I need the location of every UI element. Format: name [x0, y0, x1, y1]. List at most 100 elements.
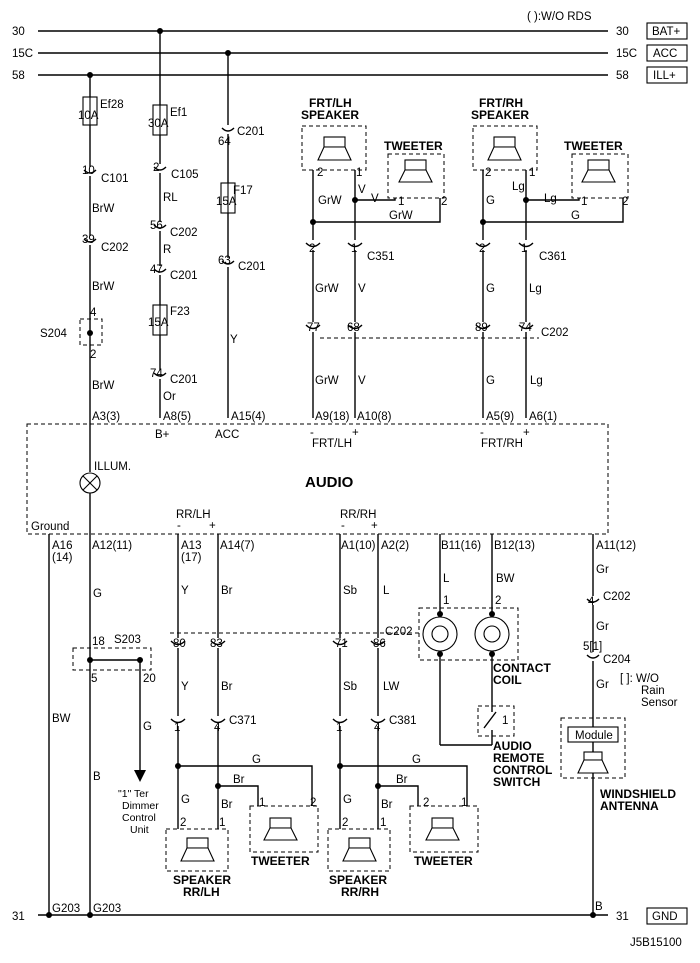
rr-rh-tweeter-box [409, 805, 479, 853]
frt-lh-tw-wire-v: V [371, 193, 379, 205]
wire-bw-ground: BW [52, 713, 71, 725]
pin-a10: A10(8) [357, 411, 392, 423]
fuse-f17-rating: 15A [216, 196, 237, 208]
switch-label-4: SWITCH [493, 775, 540, 789]
ground-rail: 31 31 GND G203 G203 B [12, 901, 688, 925]
coil-pin-1: 1 [443, 595, 449, 607]
rr-lh-speaker-title: SPEAKER [173, 873, 231, 887]
rail-58-right-label: 58 [616, 70, 629, 82]
rr-rh-speaker-icon [342, 837, 377, 862]
switch-label-3: CONTROL [493, 763, 552, 777]
rr-rh-wire-l: L [383, 585, 390, 597]
rail-30-right-label: 30 [616, 26, 629, 38]
frt-rh-speaker-box [472, 125, 538, 171]
c202-pin-74b: 74 [519, 322, 532, 334]
antenna-label-1: WINDSHIELD [600, 787, 676, 801]
pin-a8: A8(5) [163, 411, 191, 423]
splice-s204-dot [87, 330, 93, 336]
rail-30-left-label: 30 [12, 26, 25, 38]
rr-rh-tw-wire-br: Br [396, 774, 408, 786]
connector-c101 [83, 169, 97, 174]
gnd-tag: GND [652, 911, 678, 923]
dimmer-arrow-icon [134, 770, 146, 782]
c361-pin-2: 2 [479, 243, 485, 255]
frt-rh-speaker-icon [487, 136, 522, 161]
gnd-right-label: 31 [616, 911, 629, 923]
rr-lh-plus: + [209, 520, 216, 532]
antenna-module-label: Module [575, 730, 613, 742]
connector-c105 [153, 166, 167, 171]
c201-pin-74: 74 [150, 368, 163, 380]
rail-bat-tag: BAT+ [652, 26, 681, 38]
rear-lh-wiring: Y Br 80 83 Y Br 1 4 C371 G Br G Br 2 1 1… [165, 534, 319, 899]
wire-brw-3: BrW [92, 380, 115, 392]
wire-or: Or [163, 391, 176, 403]
rr-rh-wire-g-top: G [412, 754, 421, 766]
frt-rh-minus: - [480, 427, 484, 439]
c381-pin-1: 1 [336, 722, 342, 734]
rr-rh-wire-lw: LW [383, 681, 400, 693]
antenna-wire-gr-3: Gr [596, 679, 609, 691]
pin-a2: A2(2) [381, 540, 409, 552]
connector-c201-74 [153, 372, 167, 377]
connector-c381-4 [370, 718, 386, 724]
gnd-left-label: 31 [12, 911, 25, 923]
power-rail-58: 58 58 ILL+ [12, 66, 688, 84]
rr-lh-pin-2: 2 [180, 817, 186, 829]
pin-a1: A1(10) [341, 540, 376, 552]
wire-y-acc: Y [230, 334, 238, 346]
fuse-ef28-rating: 10A [78, 110, 99, 122]
gnd-b-label: B [595, 901, 603, 913]
antenna-wire-gr-2: Gr [596, 621, 609, 633]
c201-label-63: C201 [238, 261, 266, 273]
c202-label-39: C202 [101, 242, 129, 254]
antenna-note-3: Sensor [641, 697, 678, 709]
c105-pin: 2 [153, 162, 159, 174]
pin-a5: A5(9) [486, 411, 514, 423]
rr-rh-minus: - [341, 520, 345, 532]
c101-pin: 10 [82, 165, 95, 177]
rr-rh-speaker-title: SPEAKER [329, 873, 387, 887]
c202-pin-56: 56 [150, 220, 163, 232]
connector-c201-64 [221, 127, 235, 132]
connector-c202-39 [83, 238, 97, 243]
c361-label: C361 [539, 251, 567, 263]
dimmer-line-2: Dimmer [122, 800, 159, 812]
fuse-f23-name: F23 [170, 306, 190, 318]
pin-a13-alt: (17) [181, 552, 202, 564]
power-rail-15c: 15C 15C ACC [12, 44, 688, 62]
rr-lh-tweeter-icon [263, 817, 298, 841]
connector-c204 [586, 654, 600, 659]
s203-pin-5: 5 [91, 673, 97, 685]
frt-lh-tw-pin-1: 1 [398, 196, 404, 208]
frt-lh-speaker-icon [317, 136, 352, 161]
rr-lh-wire-g-top: G [252, 754, 261, 766]
rail-58-left-label: 58 [12, 70, 25, 82]
rr-rh-tweeter-icon [425, 817, 460, 841]
c371-pin-1: 1 [174, 722, 180, 734]
connector-c381-1 [332, 718, 348, 724]
frt-lh-wire-grw: GrW [318, 195, 342, 207]
frt-rh-pin-2: 2 [485, 167, 491, 179]
connector-c202-74b [518, 324, 534, 330]
frt-rh-speaker-title: SPEAKER [471, 108, 529, 122]
pin-a16-alt: (14) [52, 552, 73, 564]
antenna-c202-pin: 4 [588, 596, 595, 608]
frt-rh-title: FRT/RH [479, 96, 523, 110]
frt-lh-tweeter-box [387, 153, 445, 199]
pin-a15: A15(4) [231, 411, 266, 423]
s204-label: S204 [40, 328, 67, 340]
rr-lh-tw-pin-1: 1 [259, 797, 265, 809]
s203-label: S203 [114, 634, 141, 646]
dimmer-line-1: "1" Ter [118, 788, 149, 800]
rr-lh-wire-y-2: Y [181, 681, 189, 693]
power-rail-30: 30 30 BAT+ [12, 22, 688, 40]
rr-rh-pin-2: 2 [342, 817, 348, 829]
c201-label-47: C201 [170, 270, 198, 282]
rr-rh-tweeter-label: TWEETER [414, 854, 473, 868]
fuse-f23-rating: 15A [148, 317, 169, 329]
contact-coil-group: L BW 1 2 CONTACT COIL 1 AUDIO REMOTE CON… [418, 534, 552, 789]
c202-pin-71: 71 [335, 638, 348, 650]
connector-c202-71 [332, 640, 348, 646]
g203-mid-label: G203 [93, 903, 121, 915]
